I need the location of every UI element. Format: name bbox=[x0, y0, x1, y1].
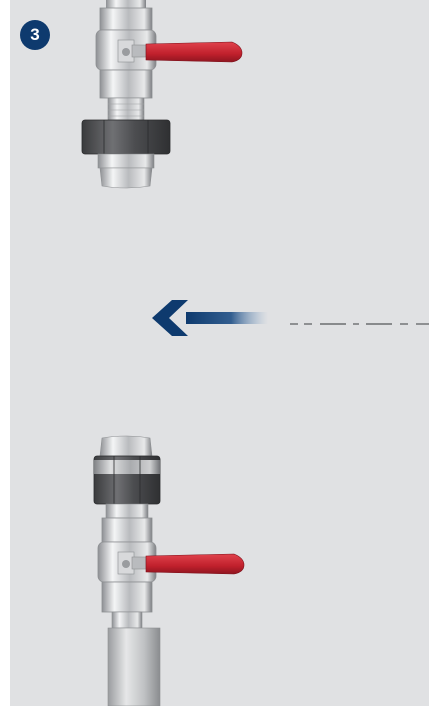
bottom-valve-assembly bbox=[93, 435, 245, 706]
bottom-pipe bbox=[107, 627, 161, 706]
top-union-nut bbox=[81, 119, 171, 155]
top-pipe-stub bbox=[106, 0, 146, 10]
bottom-valve-hex-upper bbox=[101, 517, 153, 543]
top-valve-hex-lower bbox=[99, 69, 153, 99]
arrow-left-icon bbox=[152, 300, 268, 336]
bottom-valve-handle bbox=[131, 553, 245, 575]
top-valve-handle bbox=[131, 41, 243, 63]
top-valve-assembly bbox=[81, 0, 243, 189]
diagram-panel: 3 bbox=[10, 0, 429, 706]
step-badge: 3 bbox=[20, 20, 50, 50]
direction-indicator bbox=[152, 300, 429, 336]
illustration bbox=[81, 0, 429, 706]
top-collar bbox=[99, 167, 153, 189]
bottom-valve-hex-lower bbox=[101, 581, 153, 613]
bottom-collar bbox=[99, 435, 153, 457]
top-valve-hex-upper bbox=[99, 7, 153, 31]
